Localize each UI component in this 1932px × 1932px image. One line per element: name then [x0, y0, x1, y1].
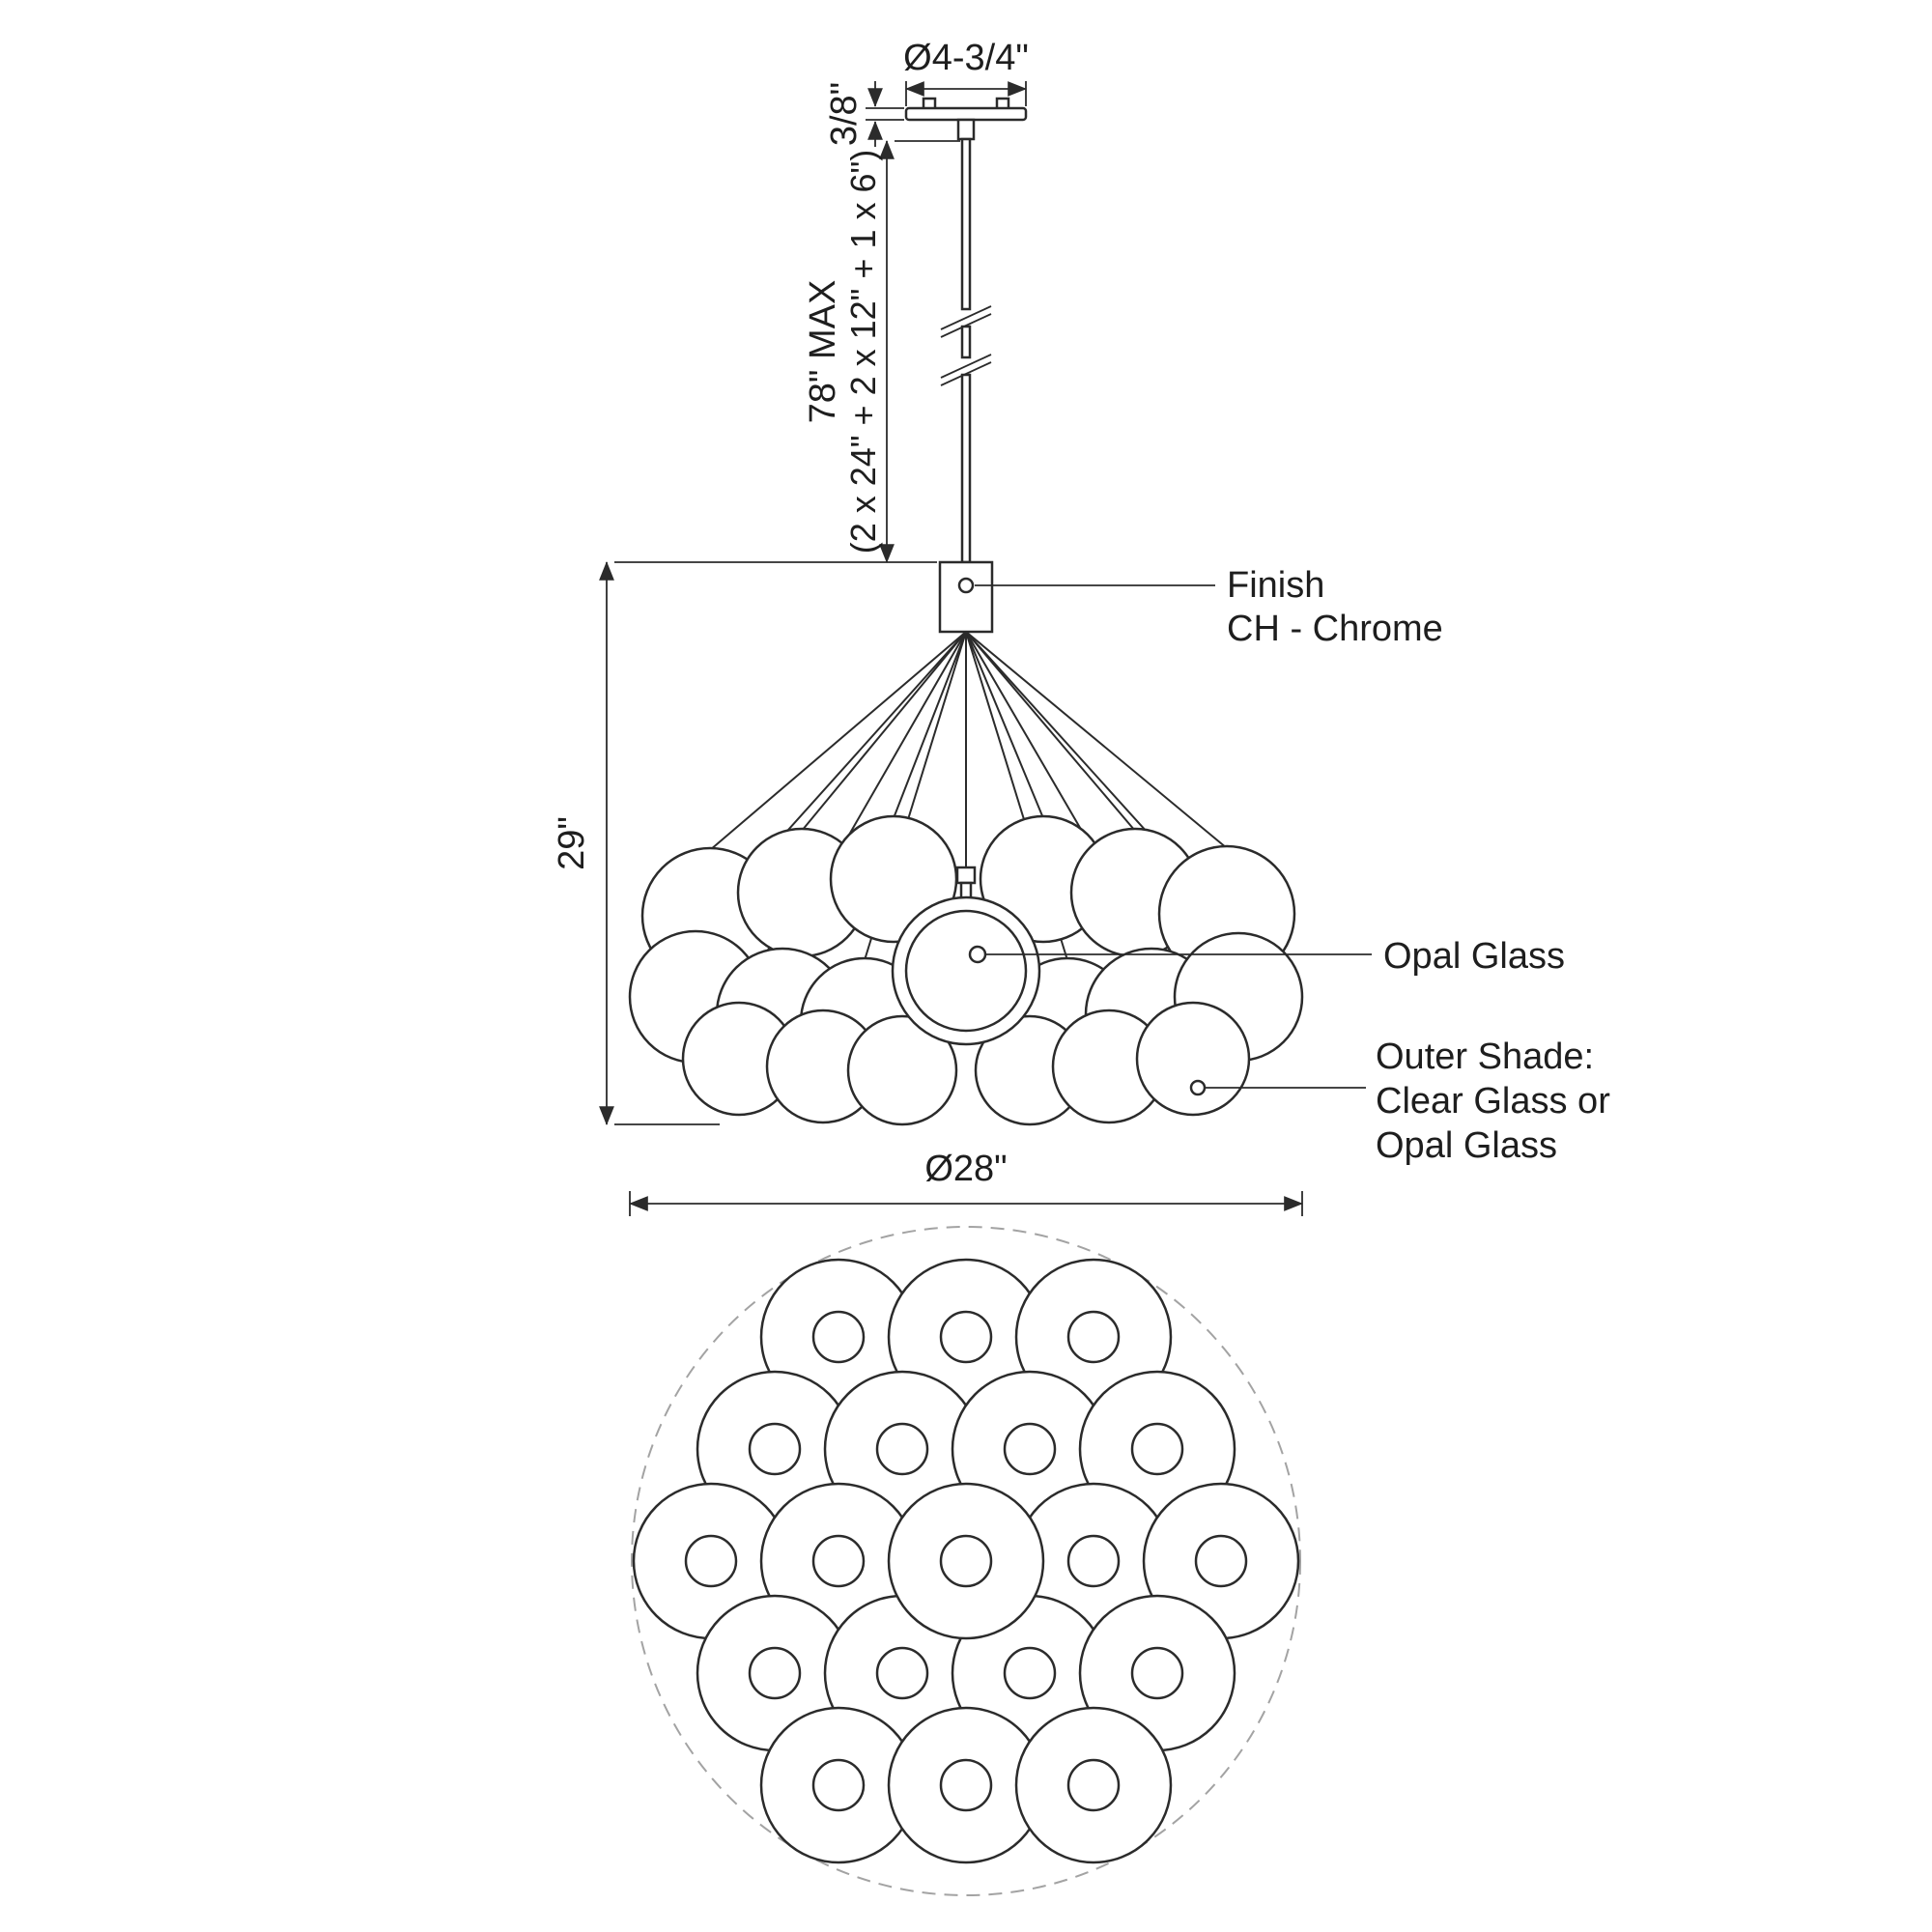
hub-body [938, 560, 994, 634]
cable [965, 631, 1136, 832]
callout-opal-glass: Opal Glass [985, 936, 1565, 977]
outer-shade-label-line1: Outer Shade: [1376, 1037, 1594, 1077]
hanging-rod [940, 137, 992, 564]
opal-glass-leader-target [968, 945, 987, 964]
canopy-stem [956, 118, 976, 141]
cluster-hub [938, 560, 994, 634]
dim-rod-length: 78" MAX (2 x 24" + 2 x 12" + 1 x 6") [803, 140, 960, 563]
plan-view: Ø28" [629, 1149, 1303, 1896]
cable [965, 631, 1044, 819]
dim-plan-diameter: Ø28" [629, 1149, 1303, 1216]
opal-inner-sphere [904, 909, 1028, 1033]
outer-shade-label-line3: Opal Glass [1376, 1125, 1557, 1166]
outer-shade-leader-target [1189, 1079, 1207, 1096]
overall-diameter-dimension: Ø28" [924, 1149, 1007, 1189]
dim-canopy-diameter: Ø4-3/4" [903, 38, 1029, 106]
plan-boundary-dashed-circle [631, 1226, 1301, 1896]
plan-sphere [1014, 1706, 1173, 1864]
dim-canopy-thickness: 3/8" [824, 81, 904, 147]
center-sphere [891, 866, 1041, 1046]
cable [893, 631, 967, 819]
cable [801, 631, 967, 832]
cable [709, 631, 967, 851]
outer-shade-sphere [891, 895, 1041, 1046]
plan-sphere-center [887, 1482, 1045, 1640]
rod-segment-middle [960, 325, 972, 359]
sphere-cluster [628, 814, 1304, 1126]
glass-sphere [846, 1014, 958, 1126]
plan-sphere [759, 1706, 918, 1864]
canopy-assembly [904, 97, 1028, 141]
rod-segment-top [960, 137, 972, 311]
callout-finish: Finish CH - Chrome [975, 565, 1443, 649]
canopy-thickness-dimension: 3/8" [824, 82, 865, 146]
finish-label-line1: Finish [1227, 565, 1324, 606]
dim-fixture-height: 29" [552, 561, 937, 1125]
rod-break-symbol-upper [940, 305, 992, 338]
center-socket-cap [955, 866, 977, 885]
rod-segment-bottom [960, 373, 972, 564]
rod-break-symbol-lower [940, 354, 992, 386]
body-height-dimension: 29" [552, 816, 592, 870]
callout-outer-shade: Outer Shade: Clear Glass or Opal Glass [1189, 1037, 1610, 1166]
elevation-view: Ø4-3/4" 3/8" 78" MAX (2 x 24" + 2 x 12" … [552, 38, 1610, 1166]
hub-set-screw [957, 577, 975, 594]
canopy-diameter-dimension: Ø4-3/4" [903, 38, 1029, 78]
rod-max-length-dimension: 78" MAX [803, 280, 843, 424]
cable [965, 631, 1228, 849]
plan-sphere-array [632, 1258, 1300, 1864]
opal-glass-label: Opal Glass [1383, 936, 1565, 977]
outer-shade-label-line2: Clear Glass or [1376, 1081, 1610, 1122]
finish-label-line2: CH - Chrome [1227, 609, 1443, 649]
canopy-plate [904, 106, 1028, 122]
rod-length-breakdown-dimension: (2 x 24" + 2 x 12" + 1 x 6") [843, 150, 883, 554]
glass-sphere [1135, 1001, 1251, 1117]
